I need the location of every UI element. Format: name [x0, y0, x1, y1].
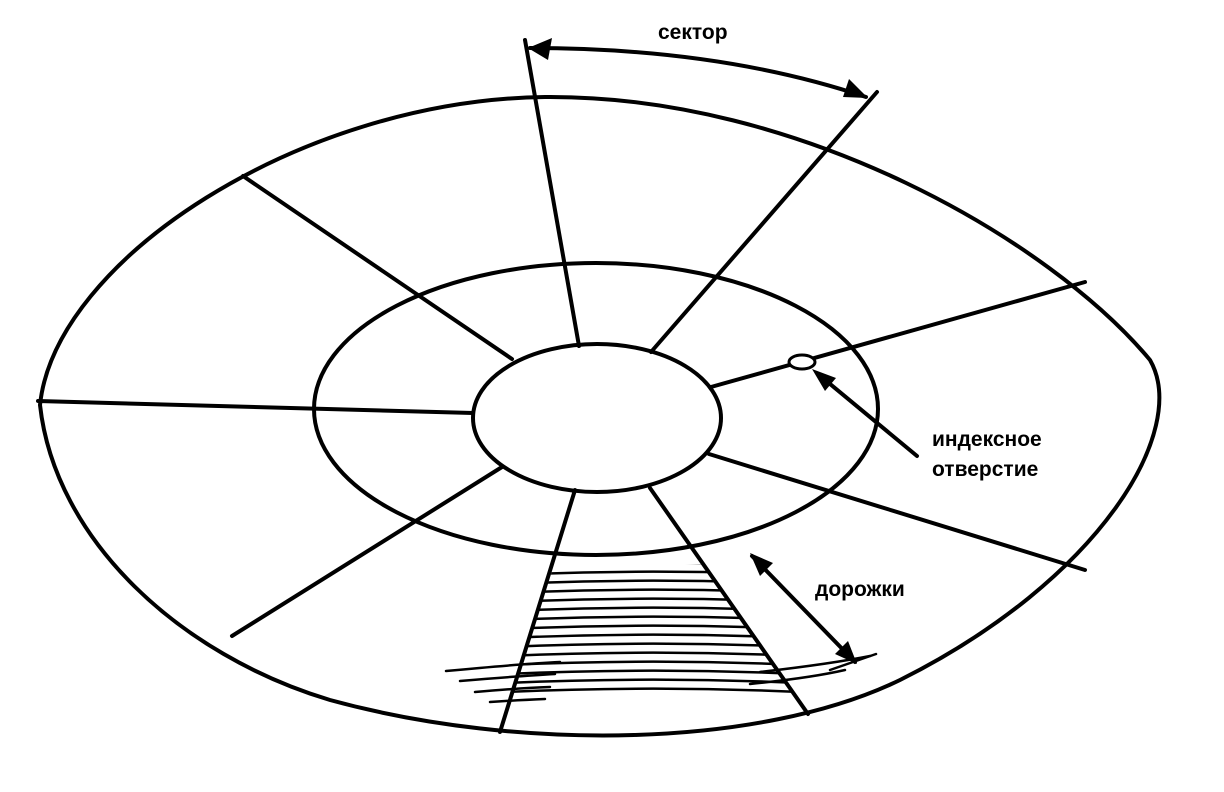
tracks-arrowhead-bottom [835, 641, 857, 664]
sector-line [523, 38, 581, 348]
index-hole-label: индексное отверстие [932, 425, 1042, 485]
sector-line [648, 486, 810, 716]
disk-outer-edge [37, 94, 1162, 738]
tracks-label: дорожки [815, 578, 905, 601]
index-hole-label-line2: отверстие [932, 458, 1039, 481]
sector-line [709, 280, 1087, 389]
index-hole-arrowhead [812, 369, 836, 391]
sector-arrowhead-left [528, 38, 552, 60]
tracks-dimension-line [750, 554, 857, 664]
sector-line [498, 488, 577, 734]
tracks-arrowhead-top [750, 553, 773, 576]
index-hole-leader [816, 372, 919, 458]
sector-line [707, 452, 1087, 572]
sector-lines [36, 38, 1087, 734]
tracks-tick [828, 652, 878, 672]
sector-line [36, 399, 475, 415]
track-arcs [444, 654, 872, 704]
sector-line [230, 465, 504, 638]
index-hole-label-line1: индексное [932, 428, 1042, 451]
sector-arrow-arc [528, 46, 868, 99]
disk-hub [471, 342, 723, 494]
index-hole [787, 353, 817, 371]
sector-label: сектор [658, 21, 728, 44]
sector-line [649, 90, 879, 354]
sector-arrowhead-right [843, 79, 868, 98]
sector-line [241, 174, 514, 361]
